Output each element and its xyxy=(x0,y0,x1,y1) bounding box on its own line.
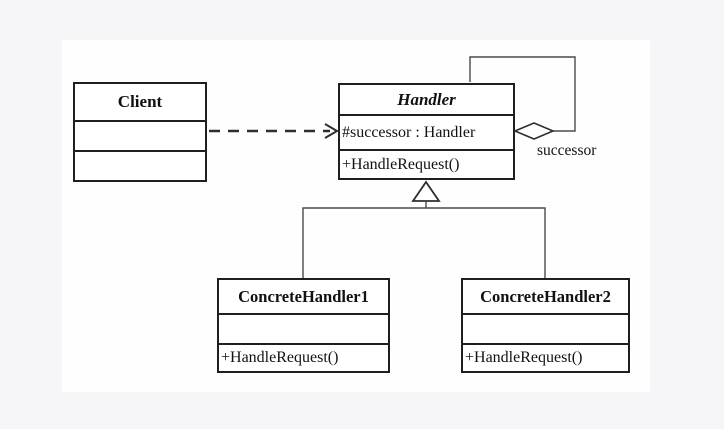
concrete-handler-2-method-handlerequest: +HandleRequest() xyxy=(465,349,583,366)
class-box-client: Client xyxy=(73,82,207,182)
concrete-handler-1-attributes-compartment xyxy=(219,313,388,343)
concrete-handler-1-methods-compartment: +HandleRequest() xyxy=(219,343,388,371)
handler-method-handlerequest: +HandleRequest() xyxy=(342,155,460,173)
handler-attributes-compartment: #successor : Handler xyxy=(340,114,513,149)
class-name-concrete-handler-1: ConcreteHandler1 xyxy=(238,286,369,306)
concrete-handler-2-methods-compartment: +HandleRequest() xyxy=(463,343,628,371)
class-box-concrete-handler-1: ConcreteHandler1 +HandleRequest() xyxy=(217,278,390,373)
client-attributes-compartment xyxy=(75,120,205,150)
handler-attribute-successor: #successor : Handler xyxy=(342,123,476,141)
class-box-handler: Handler #successor : Handler +HandleRequ… xyxy=(338,83,515,180)
concrete-handler-1-method-handlerequest: +HandleRequest() xyxy=(221,349,339,366)
class-box-concrete-handler-2: ConcreteHandler2 +HandleRequest() xyxy=(461,278,630,373)
association-label-successor: successor xyxy=(537,142,597,159)
handler-methods-compartment: +HandleRequest() xyxy=(340,149,513,178)
concrete-handler-2-attributes-compartment xyxy=(463,313,628,343)
class-name-handler: Handler xyxy=(397,89,456,109)
class-name-client: Client xyxy=(117,92,163,111)
class-name-concrete-handler-2: ConcreteHandler2 xyxy=(480,286,611,306)
client-methods-compartment xyxy=(75,150,205,180)
